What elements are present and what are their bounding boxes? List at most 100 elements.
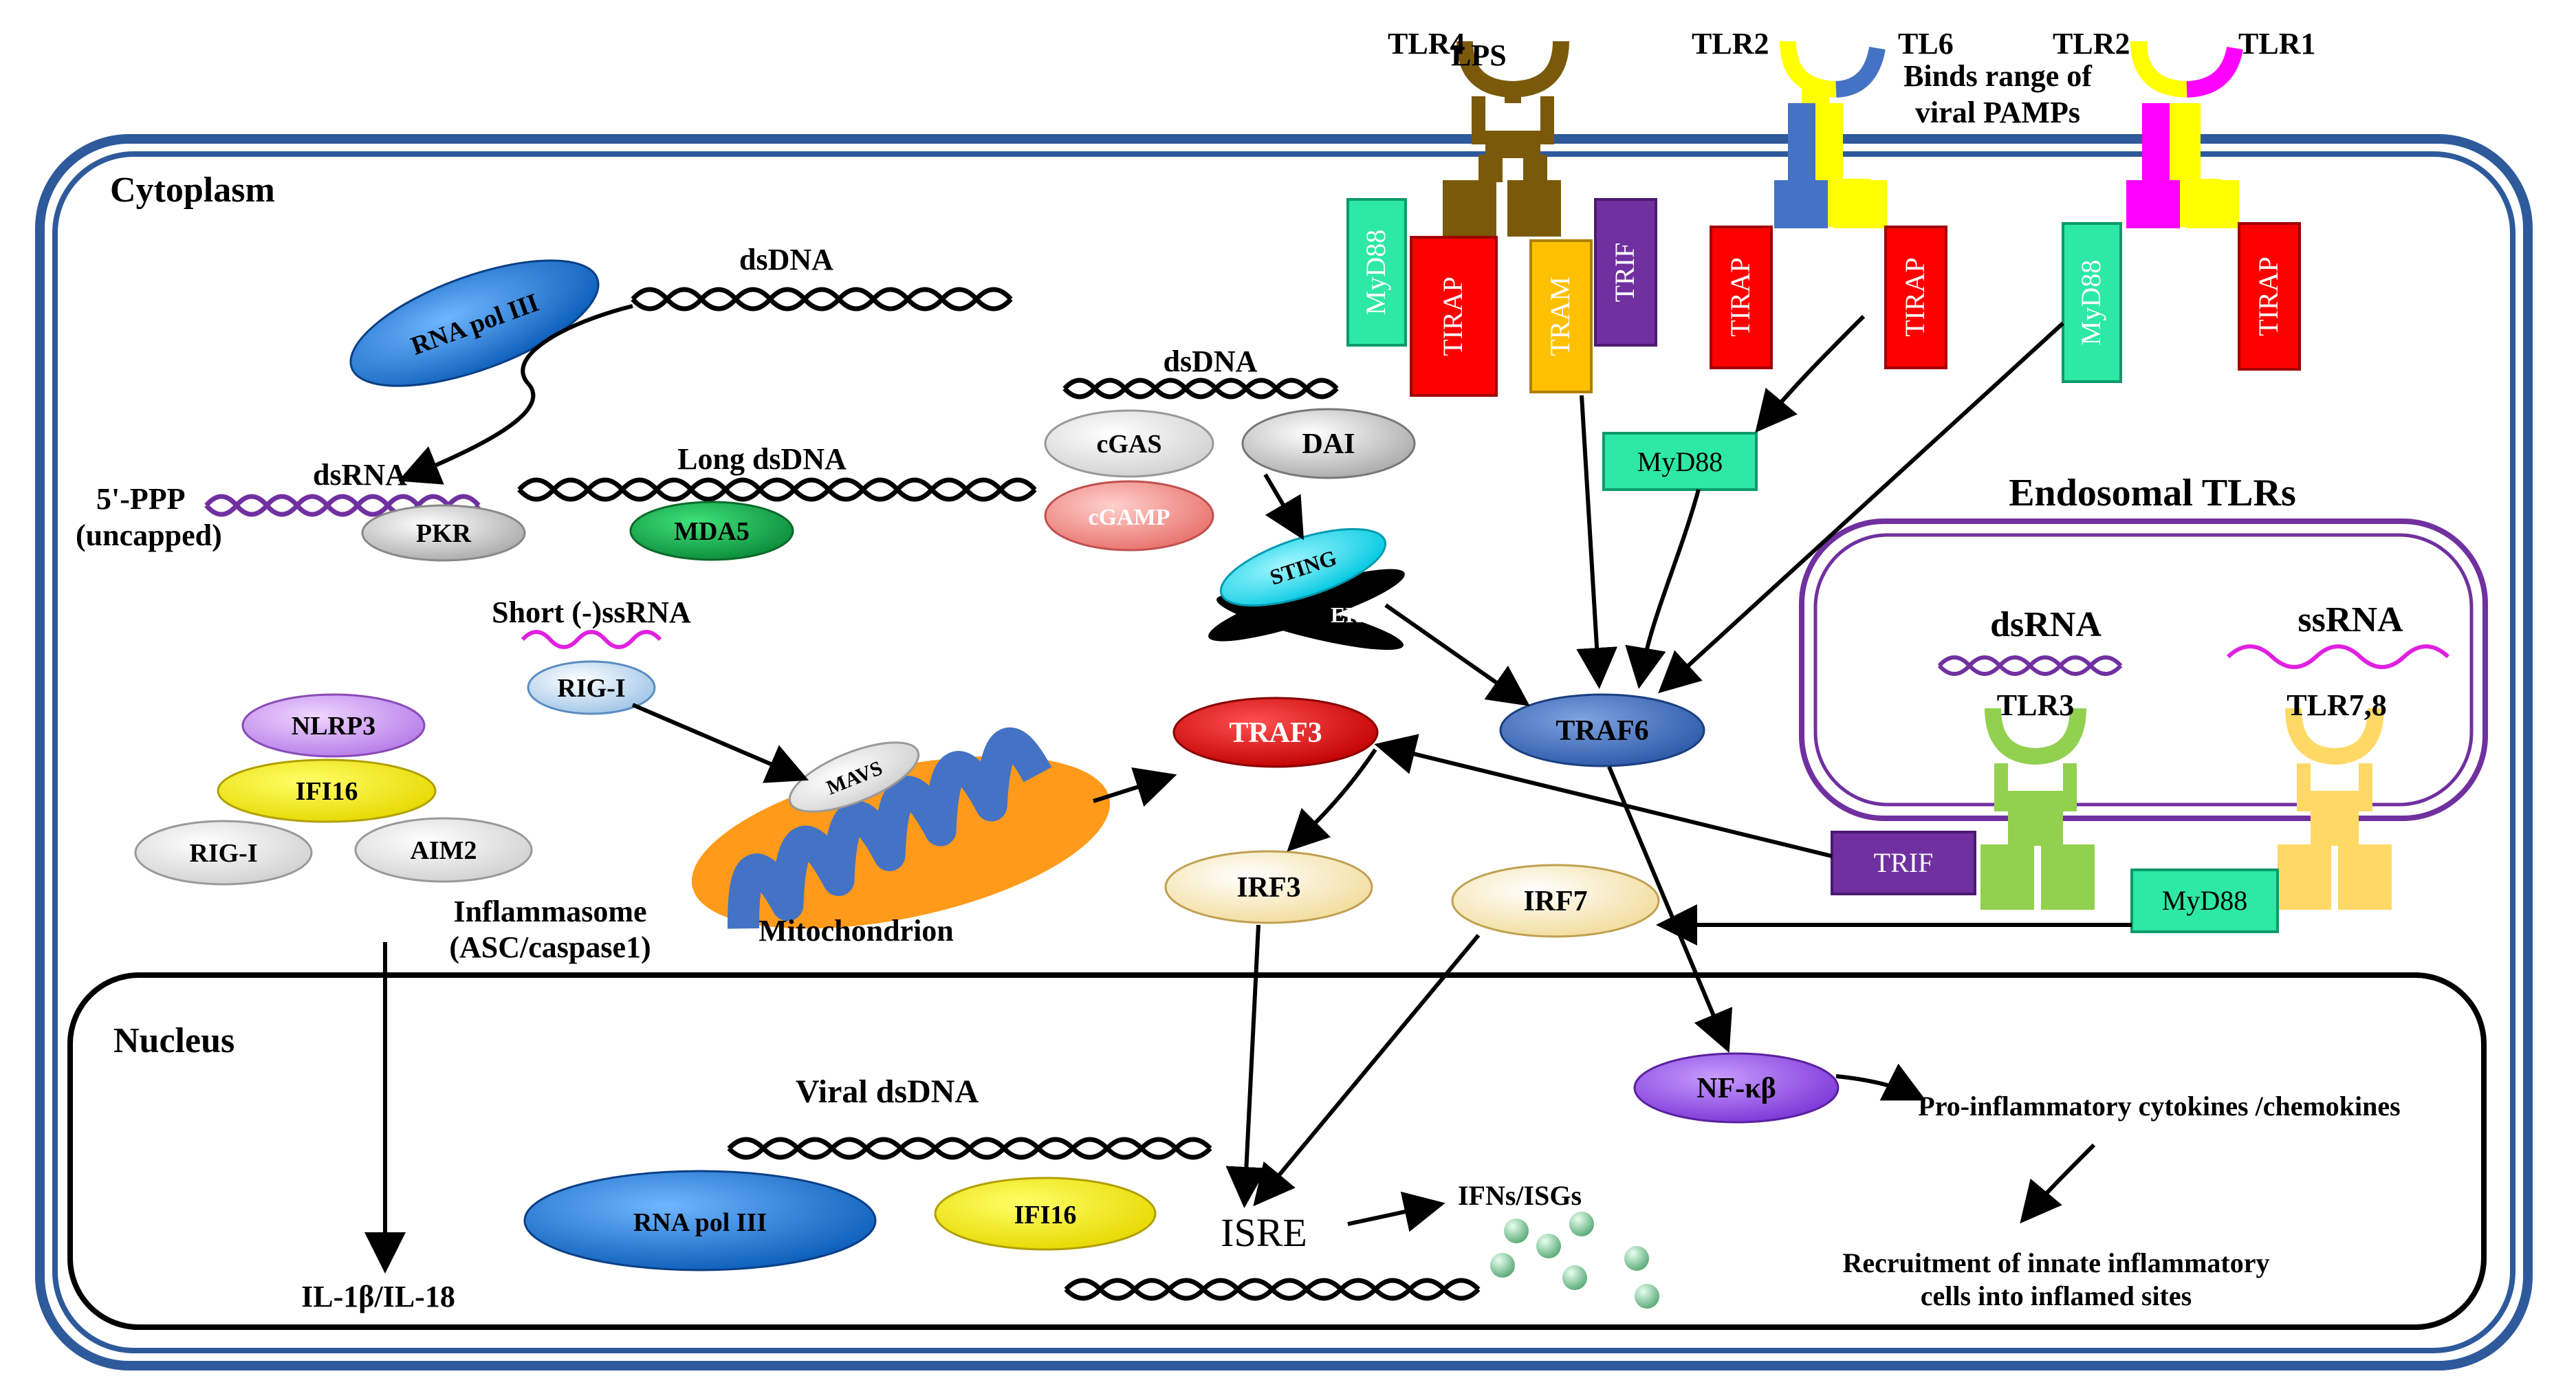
myd88-tlr21-label: MyD88 — [2075, 260, 2106, 345]
endo-dsrna-label: dsRNA — [1990, 605, 2102, 644]
tirap-tlr26-label-b: TIRAP — [1899, 257, 1930, 337]
myd88-mid-box — [1602, 432, 1758, 491]
arrow-tirap-to-myd88 — [1755, 314, 1866, 433]
recruitment-label-1: Recruitment of innate inflammatory — [1843, 1247, 2270, 1278]
arrow-traf3-to-irf3 — [1287, 748, 1377, 852]
svg-text:MDA5: MDA5 — [674, 517, 750, 546]
pkr-node: PKR — [361, 504, 526, 562]
endosome-membrane-outer — [1799, 518, 2488, 821]
irf7-node: IRF7 — [1451, 864, 1660, 938]
svg-text:RIG-I: RIG-I — [189, 839, 257, 868]
tl6-label: TL6 — [1898, 27, 1954, 61]
long-dsdna-label: Long dsDNA — [677, 442, 847, 476]
svg-text:TRAF6: TRAF6 — [1556, 715, 1648, 747]
viral-dsdna-label: Viral dsDNA — [796, 1073, 979, 1110]
trif-tlr4-box — [1594, 198, 1657, 347]
ifi16-nucleus: IFI16 — [934, 1177, 1157, 1251]
svg-text:IFI16: IFI16 — [296, 777, 358, 806]
tirap-tlr26-box-b — [1884, 226, 1947, 369]
tirap-tlr4-box — [1410, 236, 1498, 397]
mavs-node: MAVS — [788, 741, 920, 813]
tirap-tlr26-label-a: TIRAP — [1725, 257, 1756, 337]
endo-dsrna-strand — [1937, 655, 2123, 676]
cgamp-node: cGAMP — [1044, 480, 1214, 552]
cytokines-label: Pro-inflammatory cytokines /chemokines — [1918, 1091, 2400, 1122]
arrows — [364, 304, 2132, 1274]
aim2-node: AIM2 — [354, 817, 533, 883]
tlr4-receptor — [1443, 41, 1569, 237]
dsrna-label: dsRNA — [313, 458, 407, 492]
tram-label: TRAM — [1544, 276, 1575, 356]
tram-box — [1529, 239, 1593, 393]
svg-text:RIG-I: RIG-I — [557, 674, 625, 703]
myd88-tlr21-box — [2062, 222, 2122, 383]
dsdna-top-strand — [631, 287, 1013, 312]
er-label: ER — [1331, 602, 1362, 627]
tlr3-label: TLR3 — [1997, 688, 2074, 722]
tlr2-label-a: TLR2 — [1692, 27, 1769, 61]
dsdna-top-label: dsDNA — [739, 243, 833, 276]
tlr2-tl6-receptor — [1774, 41, 1887, 228]
nucleus-label: Nucleus — [113, 1021, 234, 1060]
dai-node: DAI — [1241, 408, 1416, 479]
svg-text:DAI: DAI — [1302, 428, 1355, 460]
svg-text:TRAF3: TRAF3 — [1229, 717, 1322, 749]
svg-text:NF-κβ: NF-κβ — [1696, 1073, 1776, 1104]
trif-endo-label: TRIF — [1874, 847, 1934, 878]
cgas-node: cGAS — [1044, 409, 1214, 478]
inflammasome-label-2: (ASC/caspase1) — [449, 930, 651, 964]
mda5-node: MDA5 — [629, 501, 794, 561]
inflammasome-label-1: Inflammasome — [453, 895, 646, 928]
myd88-endo-label: MyD88 — [2162, 885, 2247, 916]
arrow-mito-to-traf3 — [1093, 767, 1177, 807]
cytoplasm-label: Cytoplasm — [110, 171, 275, 210]
rig-i-inflammasome-node: RIG-I — [134, 820, 313, 886]
endosomal-tlrs-label: Endosomal TLRs — [2009, 472, 2296, 514]
svg-text:cGAMP: cGAMP — [1089, 505, 1170, 530]
arrow-irf3-to-isre — [1225, 924, 1267, 1208]
cell-membrane-outer — [35, 134, 2533, 1370]
arrow-trif-to-traf3 — [1374, 734, 1833, 858]
dsdna-mid-label: dsDNA — [1164, 345, 1258, 378]
tirap-tlr26-box-a — [1710, 226, 1773, 369]
binds-pamps-label-1: Binds range of — [1903, 59, 2093, 93]
svg-text:cGAS: cGAS — [1097, 430, 1162, 459]
tirap-tlr21-label: TIRAP — [2253, 256, 2284, 336]
viral-dsdna-strand — [727, 1137, 1212, 1160]
ifns-label: IFNs/ISGs — [1458, 1180, 1582, 1211]
tlr2-tlr1-receptor — [2126, 41, 2243, 228]
tirap-tlr21-box — [2238, 222, 2301, 371]
isre-dna-strand — [1064, 1278, 1481, 1301]
traf6-node: TRAF6 — [1499, 693, 1705, 767]
tlr4-label: TLR4 — [1388, 27, 1465, 61]
recruitment-label-2: cells into inflamed sites — [1921, 1280, 2192, 1311]
endo-ssrna-strand — [2226, 644, 2450, 669]
arrow-cytokines-to-recruitment — [2020, 1143, 2096, 1224]
tlr3-receptor — [1980, 708, 2095, 910]
tlr2-label-b: TLR2 — [2053, 27, 2130, 61]
svg-text:NLRP3: NLRP3 — [292, 712, 375, 741]
lps-label: LPS — [1451, 39, 1507, 72]
isre-label: ISRE — [1221, 1210, 1307, 1255]
long-dsdna-strand — [517, 477, 1037, 502]
rig-i-node: RIG-I — [527, 660, 656, 715]
ifn-particles — [1490, 1212, 1659, 1309]
binds-pamps-label-2: viral PAMPs — [1915, 96, 2080, 129]
rna-pol-iii-top: RNA pol III — [349, 259, 600, 387]
trif-endo-box — [1831, 831, 1976, 895]
rna-pol-iii-nucleus: RNA pol III — [523, 1170, 877, 1271]
nfkb-node: NF-κβ — [1633, 1052, 1840, 1124]
arrow-er-to-traf6 — [1384, 603, 1530, 706]
arrow-rigi-to-mavs — [631, 703, 809, 783]
ifi16-node: IFI16 — [217, 758, 437, 823]
arrow-dsdna-to-dsrna — [397, 304, 633, 485]
arrow-dai-to-sting — [1263, 473, 1305, 540]
tlr78-receptor — [2278, 708, 2392, 910]
ppp-label-1: 5'-PPP — [96, 482, 186, 516]
tlr78-label: TLR7,8 — [2286, 688, 2386, 722]
short-ssrna-strand — [521, 630, 662, 649]
traf3-node: TRAF3 — [1172, 697, 1379, 768]
svg-text:PKR: PKR — [416, 519, 472, 548]
nlrp3-node: NLRP3 — [241, 693, 426, 758]
